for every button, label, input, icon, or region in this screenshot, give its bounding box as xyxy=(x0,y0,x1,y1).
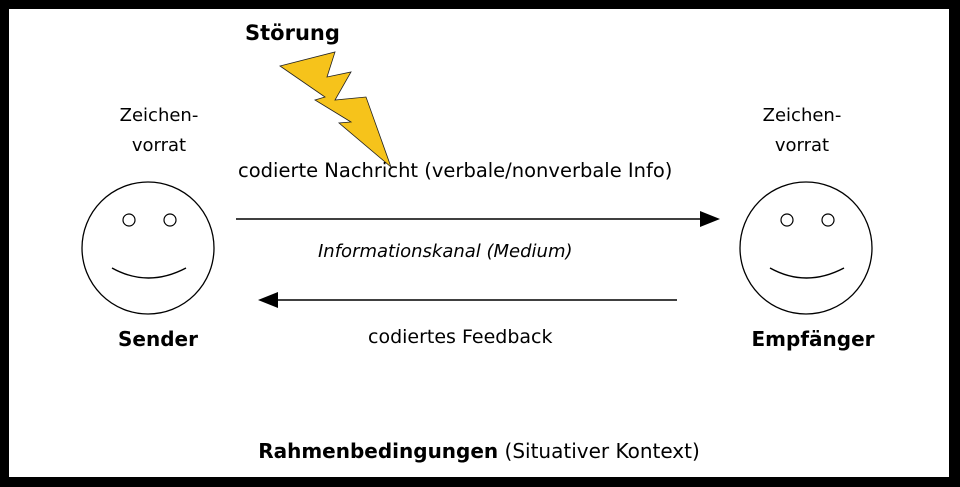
context-footer-normal: (Situativer Kontext) xyxy=(504,439,700,463)
sender-smiley-icon xyxy=(81,181,215,315)
message-arrow xyxy=(236,211,720,227)
sender-label: Sender xyxy=(118,327,198,351)
feedback-arrow xyxy=(258,292,677,308)
context-footer-bold: Rahmenbedingungen xyxy=(258,439,499,463)
channel-label: Informationskanal (Medium) xyxy=(318,241,573,262)
message-label: codierte Nachricht (verbale/nonverbale I… xyxy=(238,159,673,182)
communication-model-diagram xyxy=(81,51,873,315)
lightning-bolt-icon xyxy=(279,51,392,169)
disturbance-label: Störung xyxy=(245,21,340,45)
receiver-code-stock: Zeichen- vorrat xyxy=(732,101,872,161)
sender-code-stock-line2: vorrat xyxy=(131,135,187,156)
receiver-label: Empfänger xyxy=(751,327,875,351)
receiver-smiley-icon xyxy=(739,181,873,315)
receiver-code-stock-line2: vorrat xyxy=(774,135,830,156)
feedback-label: codiertes Feedback xyxy=(368,326,553,348)
receiver-code-stock-line1: Zeichen- xyxy=(762,105,842,126)
sender-code-stock-line1: Zeichen- xyxy=(119,105,199,126)
diagram-frame: Störung Zeichen- vorrat Zeichen- vorrat … xyxy=(9,9,949,477)
sender-code-stock: Zeichen- vorrat xyxy=(89,101,229,161)
context-footer: Rahmenbedingungen (Situativer Kontext) xyxy=(9,439,949,463)
